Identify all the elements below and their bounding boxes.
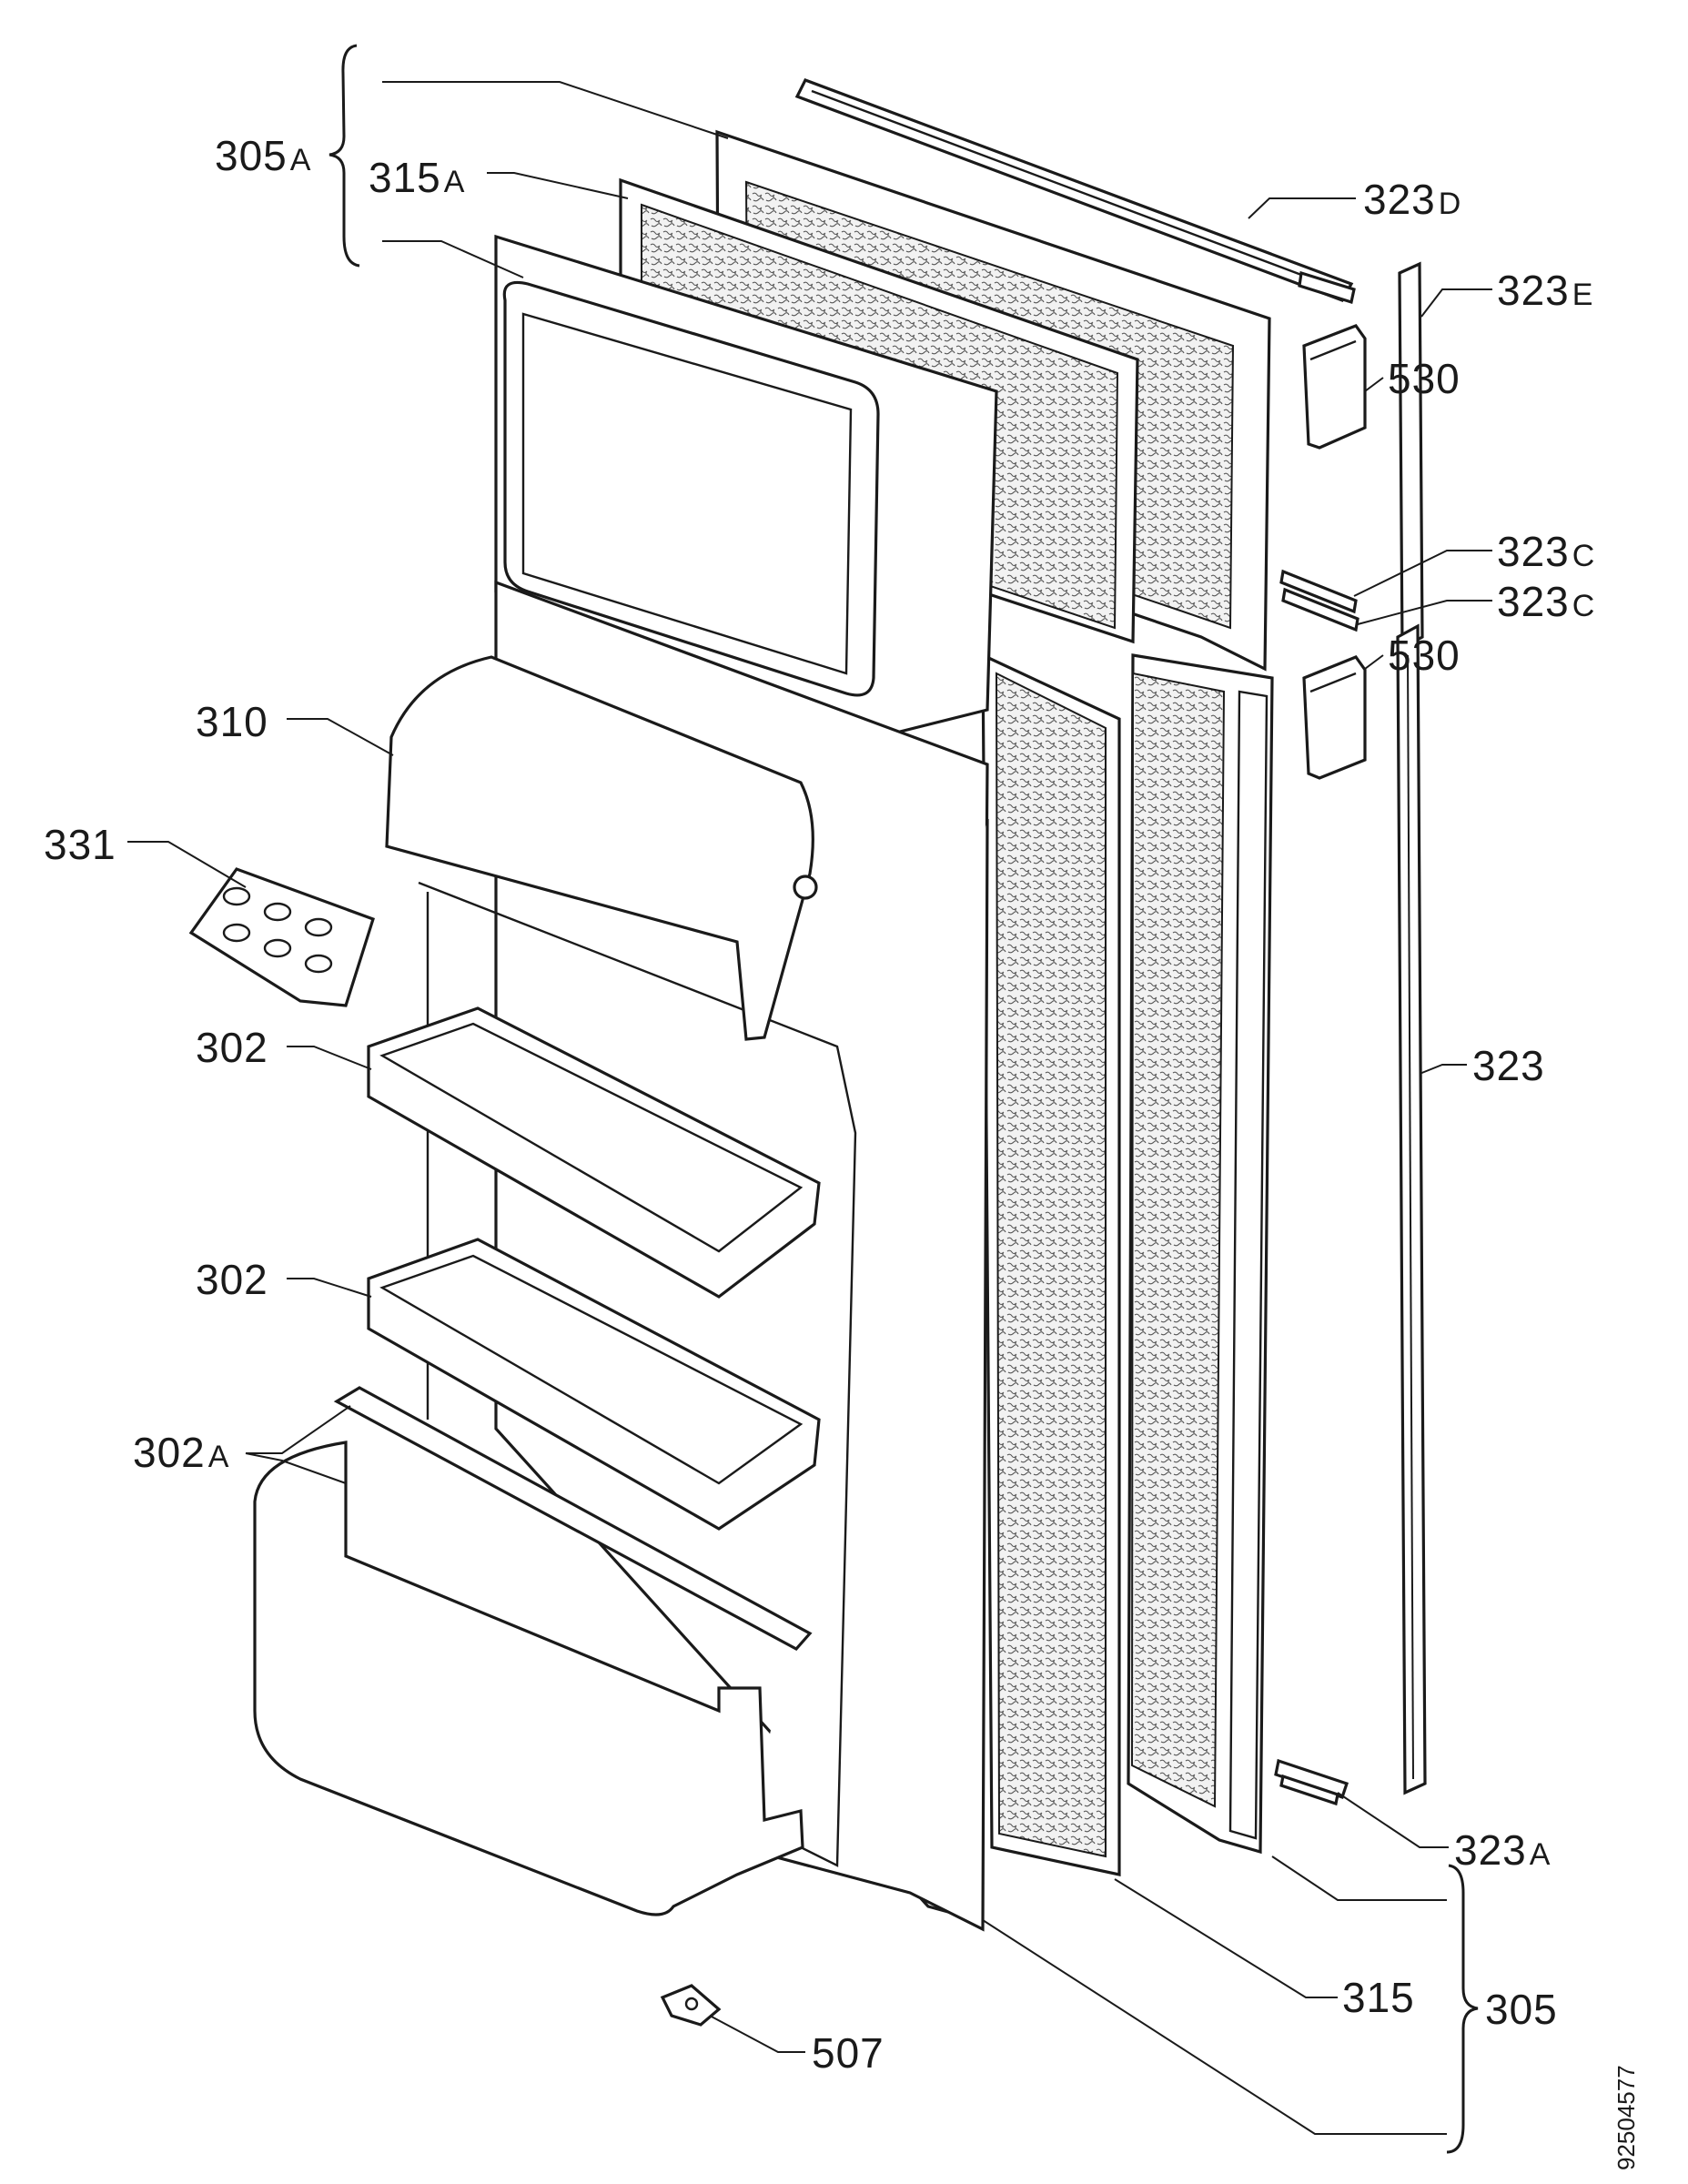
callout-315a: 315A bbox=[369, 154, 466, 201]
callout-302-lower: 302 bbox=[196, 1256, 268, 1303]
door-shelf-302-lower bbox=[367, 1238, 821, 1531]
callout-305: 305 bbox=[1485, 1986, 1558, 2033]
callout-323e: 323E bbox=[1497, 267, 1594, 314]
callout-315: 315 bbox=[1342, 1974, 1415, 2021]
freezer-liner bbox=[494, 234, 998, 739]
trim-strips-323c bbox=[1279, 569, 1359, 632]
fridge-door-outer-305 bbox=[1127, 653, 1274, 1855]
callout-323d: 323D bbox=[1363, 176, 1462, 223]
hinge-cover-530-top bbox=[1302, 324, 1367, 450]
vertical-strip-323 bbox=[1396, 623, 1427, 1795]
bottle-rail-302a bbox=[333, 1386, 813, 1652]
callout-310: 310 bbox=[196, 698, 268, 745]
leader-lines bbox=[127, 81, 1492, 2135]
vertical-strip-323-upper bbox=[1398, 261, 1424, 651]
callout-302a: 302A bbox=[133, 1429, 230, 1476]
clip-507 bbox=[660, 1984, 722, 2027]
egg-tray-331 bbox=[188, 867, 375, 1007]
dairy-compartment-310 bbox=[385, 655, 818, 1041]
callout-302-upper: 302 bbox=[196, 1024, 268, 1071]
hinge-cover-530-mid bbox=[1302, 655, 1367, 780]
trim-strip-323d bbox=[794, 77, 1356, 305]
callout-530-top: 530 bbox=[1388, 355, 1461, 402]
brace-305a bbox=[329, 44, 360, 268]
door-shelf-302-upper bbox=[367, 1006, 821, 1299]
document-number: 92504577 bbox=[1612, 2065, 1640, 2170]
callout-323c-1: 323C bbox=[1497, 528, 1596, 575]
callout-331: 331 bbox=[44, 821, 116, 868]
hinge-bracket-323a bbox=[1274, 1758, 1349, 1806]
callout-305a: 305A bbox=[215, 132, 312, 179]
bottle-bin-302a bbox=[253, 1441, 804, 1916]
callout-530-mid: 530 bbox=[1388, 632, 1461, 679]
callout-323: 323 bbox=[1472, 1042, 1545, 1089]
callout-507: 507 bbox=[812, 2029, 884, 2077]
fridge-gasket-315 bbox=[981, 652, 1121, 1876]
brace-305 bbox=[1446, 1864, 1479, 2154]
callout-323a: 323A bbox=[1454, 1826, 1552, 1874]
callout-323c-2: 323C bbox=[1497, 578, 1596, 625]
